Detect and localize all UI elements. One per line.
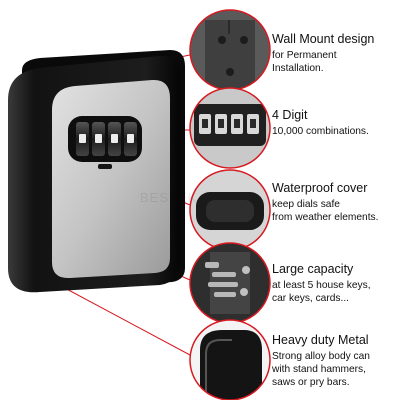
feature-metal: Heavy duty Metal Strong alloy body can w… bbox=[272, 333, 398, 389]
feature-desc-line: keep dials safe bbox=[272, 199, 340, 210]
feature-title: Wall Mount design bbox=[272, 32, 375, 46]
watermark: BESTEK bbox=[140, 190, 198, 205]
feature-title: Heavy duty Metal bbox=[272, 333, 369, 347]
feature-desc-line: at least 5 house keys, bbox=[272, 280, 371, 291]
feature-waterproof: Waterproof cover keep dials safe from we… bbox=[272, 181, 398, 224]
lock-box bbox=[8, 50, 185, 293]
feature-desc-line: car keys, cards... bbox=[272, 293, 349, 304]
feature-4-digit: 4 Digit 10,000 combinations. bbox=[272, 108, 398, 138]
feature-title: Large capacity bbox=[272, 262, 354, 276]
feature-desc-line: 10,000 combinations. bbox=[272, 126, 369, 137]
detail-circle-capacity bbox=[189, 242, 271, 324]
combination-dials bbox=[76, 122, 137, 156]
feature-desc-line: for Permanent bbox=[272, 50, 337, 61]
feature-desc-line: saws or pry bars. bbox=[272, 377, 350, 388]
front-panel bbox=[52, 79, 170, 279]
detail-circle-wall-mount bbox=[189, 9, 271, 91]
detail-circle-dials bbox=[189, 87, 271, 169]
feature-desc-line: with stand hammers, bbox=[272, 364, 366, 375]
detail-circle-cover bbox=[189, 169, 271, 251]
feature-title: 4 Digit bbox=[272, 108, 308, 122]
feature-title: Waterproof cover bbox=[272, 181, 368, 195]
feature-wall-mount: Wall Mount design for Permanent Installa… bbox=[272, 32, 398, 75]
feature-desc-line: Strong alloy body can bbox=[272, 351, 370, 362]
detail-circle-metal bbox=[189, 319, 271, 400]
release-latch bbox=[98, 164, 112, 169]
feature-desc-line: from weather elements. bbox=[272, 212, 379, 223]
feature-desc-line: Installation. bbox=[272, 63, 324, 74]
feature-capacity: Large capacity at least 5 house keys, ca… bbox=[272, 262, 398, 305]
connector-line-5 bbox=[45, 277, 191, 356]
